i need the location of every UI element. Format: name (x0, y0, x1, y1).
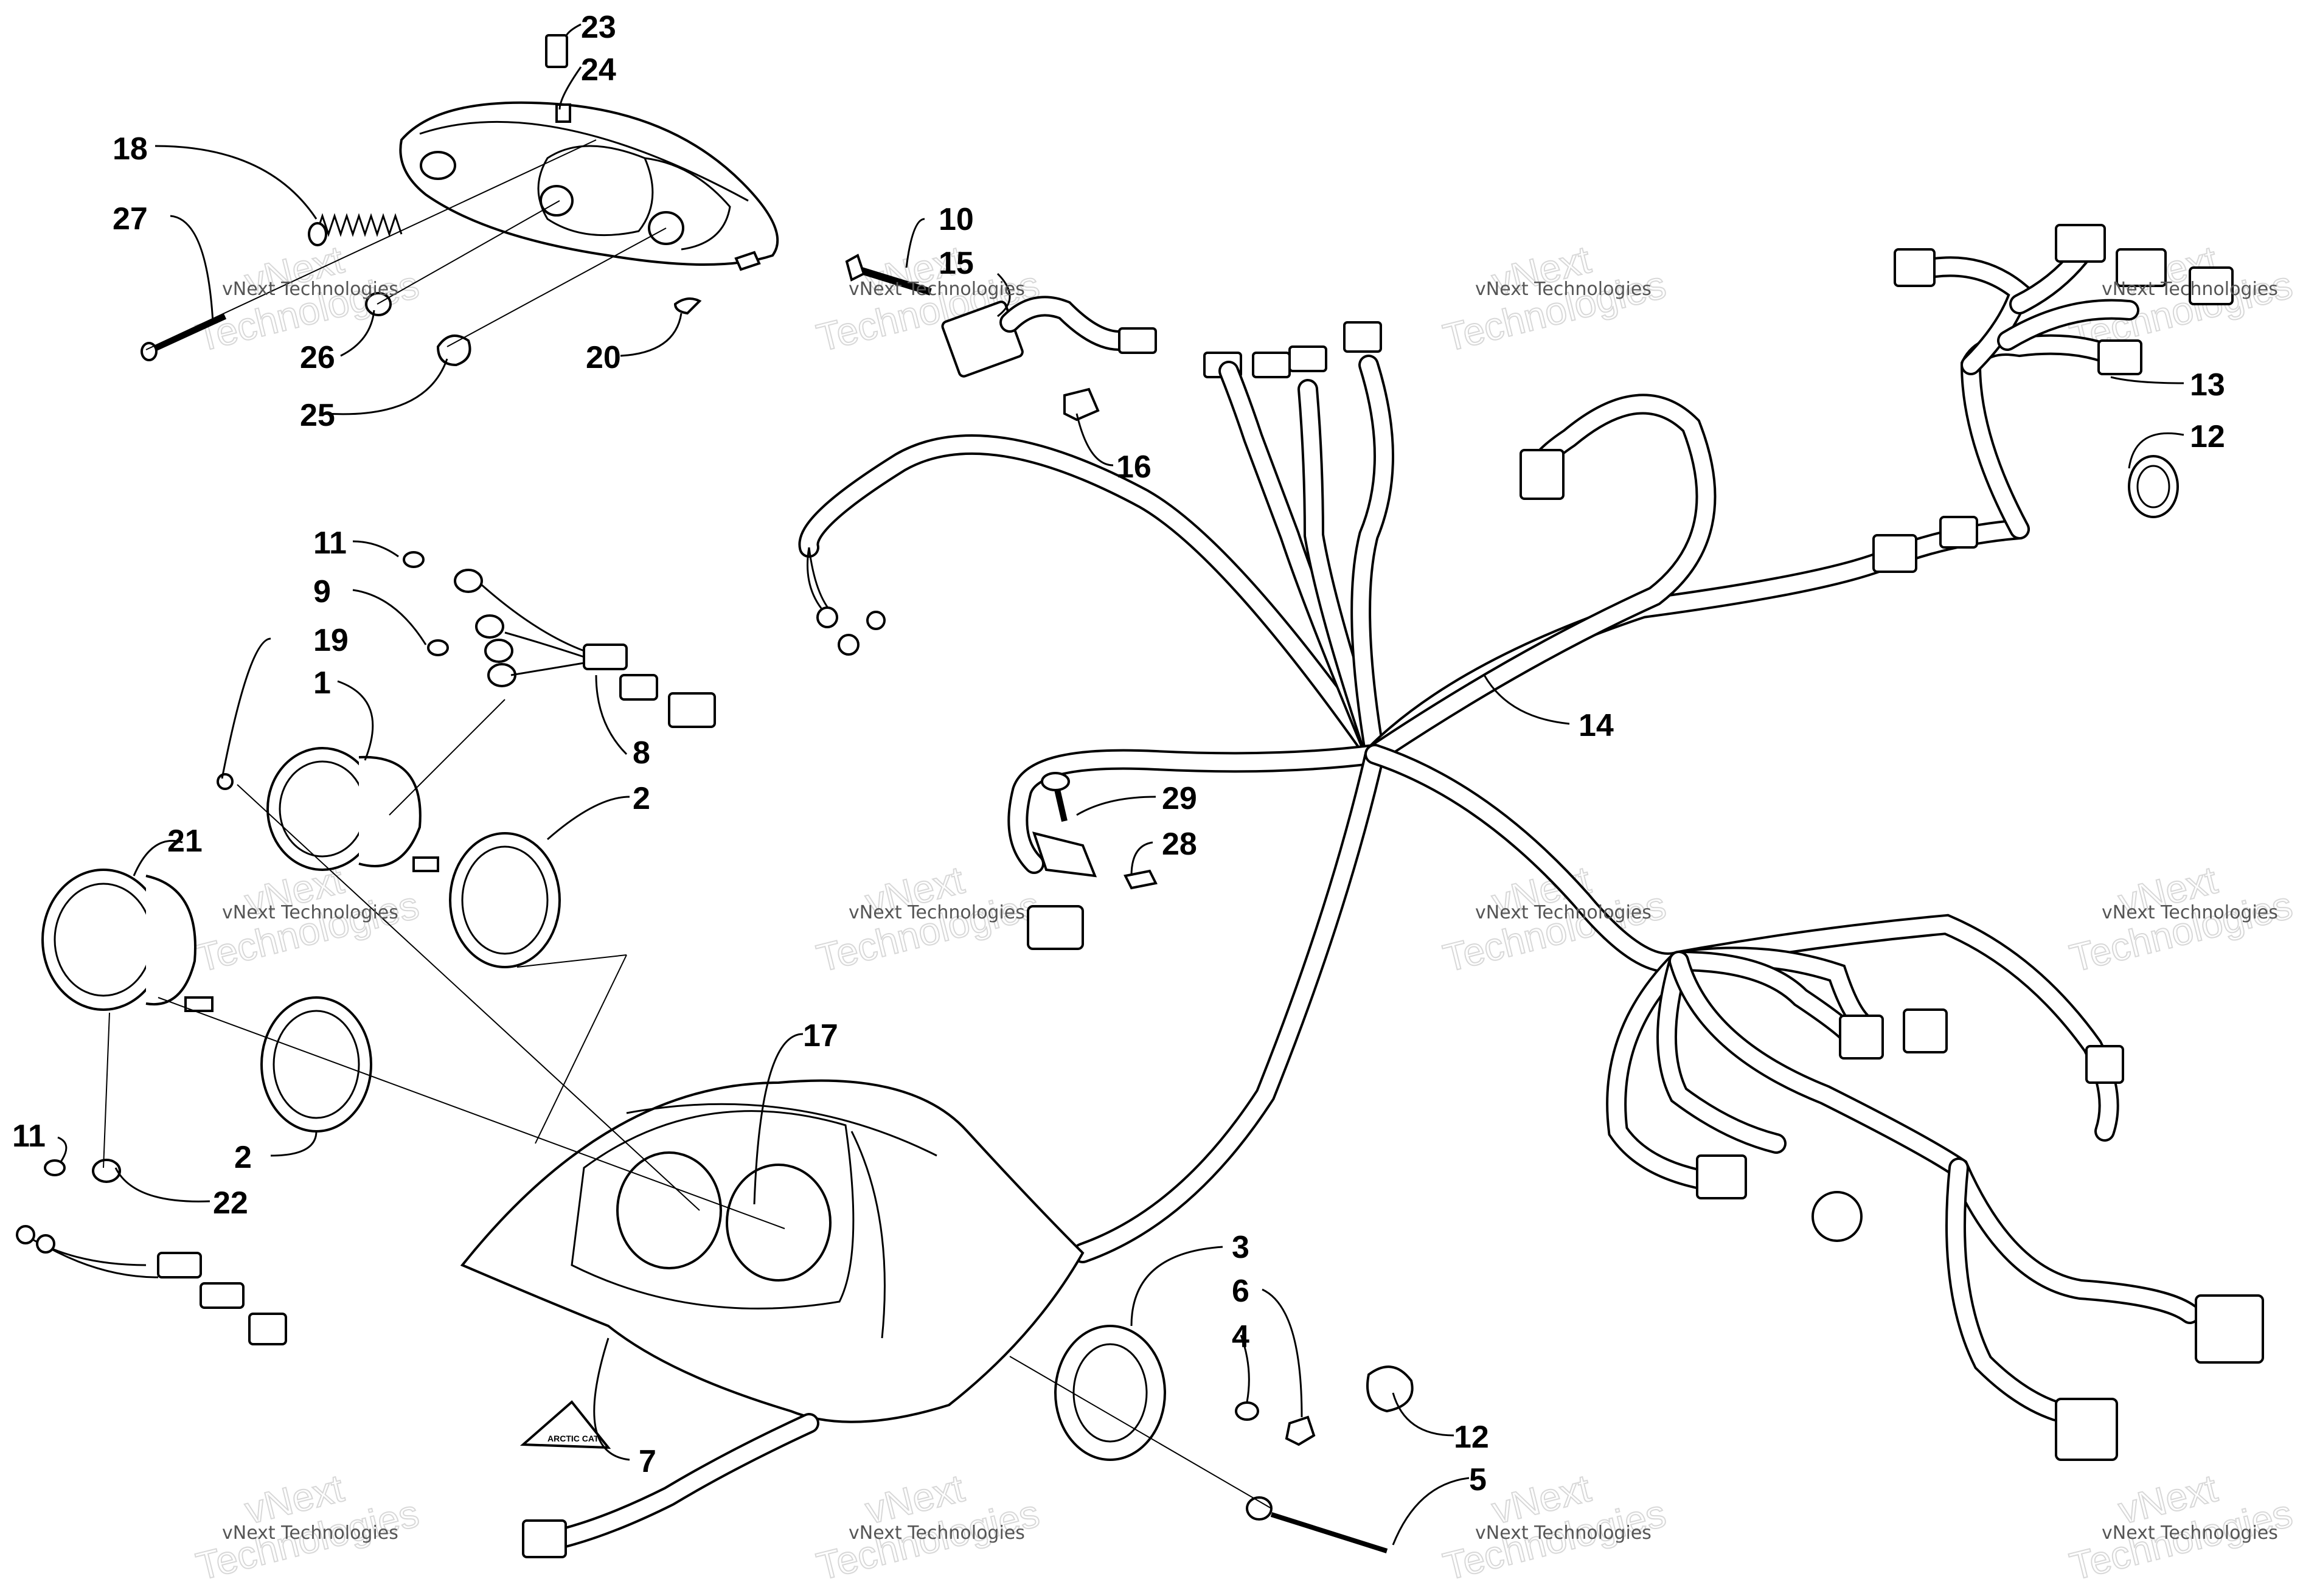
tachometer-gauge (41, 869, 214, 1012)
watermark-text: vNext Technologies (1475, 902, 1652, 923)
headlight-assembly (399, 101, 779, 271)
switch-harness (845, 254, 1382, 422)
main-wire-harness (798, 355, 2030, 1263)
callout-20: 20 (586, 340, 621, 375)
callout-labels: 23 24 18 27 26 25 20 10 15 16 13 12 11 9… (12, 10, 2225, 1497)
trim-ring (260, 996, 372, 1133)
watermark-text: vNext Technologies (2102, 279, 2278, 300)
watermark-text: vNext Technologies (2102, 1522, 2278, 1544)
watermark-text: vNext Technologies (1475, 1522, 1652, 1544)
gauge-socket-harness (16, 551, 716, 1345)
callout-7: 7 (639, 1444, 656, 1479)
callout-29: 29 (1162, 781, 1197, 816)
callout-4: 4 (1232, 1319, 1249, 1355)
ring-terminals (807, 547, 886, 656)
fuse-holder (1027, 772, 1158, 950)
right-sub-harness (1872, 224, 2234, 573)
callout-2: 2 (633, 781, 650, 816)
callout-9: 9 (313, 574, 331, 609)
callout-23: 23 (581, 10, 616, 45)
callout-11: 11 (313, 526, 347, 561)
callout-14: 14 (1579, 708, 1614, 743)
watermark-text: vNext Technologies (1475, 279, 1652, 300)
callout-16: 16 (1116, 449, 1152, 485)
bulb-part (673, 297, 702, 315)
watermark-text: vNext Technologies (849, 279, 1025, 300)
callout-8: 8 (633, 735, 650, 771)
callout-24: 24 (581, 52, 616, 88)
callout-10: 10 (939, 202, 974, 237)
socket-part (436, 335, 471, 367)
callout-6: 6 (1232, 1274, 1249, 1309)
dash-connector (522, 1413, 819, 1558)
connector-part (1520, 449, 1565, 500)
callout-12: 12 (2190, 419, 2225, 454)
callout-28: 28 (1162, 827, 1197, 862)
callout-22: 22 (213, 1185, 248, 1221)
callout-18: 18 (113, 131, 148, 167)
watermark-text: vNext Technologies (222, 1522, 398, 1544)
callout-27: 27 (113, 201, 148, 237)
trim-ring (449, 832, 561, 968)
callout-13: 13 (2190, 367, 2225, 403)
badge-label: ARCTIC CAT (547, 1434, 599, 1443)
watermark-text: vNext Technologies (849, 902, 1025, 923)
watermark-text: vNext Technologies (2102, 902, 2278, 923)
callout-15: 15 (939, 246, 974, 281)
callout-2: 2 (234, 1140, 252, 1175)
watermark-small-group: vNext Technologies vNext Technologies vN… (222, 279, 2278, 1544)
leader-lines (57, 23, 2184, 1546)
callout-26: 26 (300, 340, 335, 375)
arctic-cat-badge: ARCTIC CAT (519, 1400, 611, 1449)
callout-11: 11 (12, 1119, 46, 1154)
callout-12: 12 (1454, 1420, 1489, 1455)
callout-19: 19 (313, 623, 349, 658)
lower-right-harness (1606, 914, 2264, 1461)
callout-3: 3 (1232, 1230, 1249, 1265)
adjuster-spring (308, 213, 403, 246)
callout-5: 5 (1469, 1462, 1487, 1497)
watermark-text: vNext Technologies (222, 902, 398, 923)
callout-1: 1 (313, 665, 331, 701)
speedometer-gauge (217, 747, 439, 872)
callout-25: 25 (300, 398, 335, 433)
callout-17: 17 (803, 1018, 838, 1053)
dash-panel (460, 1079, 1085, 1423)
watermark-text: vNext Technologies (222, 279, 398, 300)
watermark-text: vNext Technologies (849, 1522, 1025, 1544)
callout-21: 21 (167, 824, 203, 859)
speedo-cable-assembly (1054, 1325, 1414, 1553)
bracket-part (545, 34, 568, 68)
